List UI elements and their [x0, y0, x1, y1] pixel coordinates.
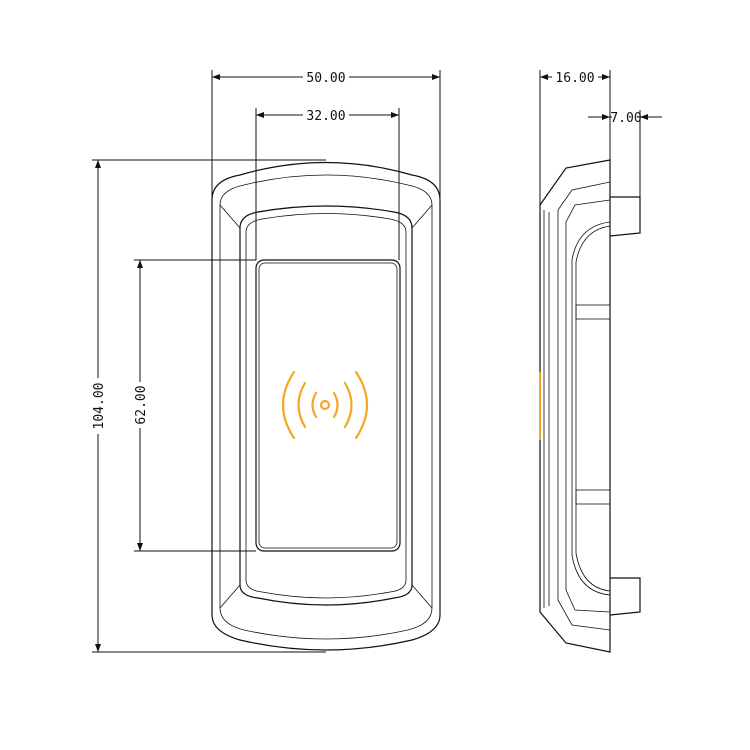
screen-inner [258, 262, 398, 549]
inner-bevel [245, 213, 407, 599]
rfid-wireless-icon [282, 370, 368, 440]
mount-tab-top [609, 196, 641, 237]
dim-overall-height: 104.00 [90, 159, 326, 653]
side-recess [571, 221, 611, 596]
chamfer-line [411, 584, 433, 609]
dim-label: 62.00 [134, 385, 149, 424]
front-view: 50.00 32.00 104.00 62.00 [90, 69, 441, 653]
side-bevel [557, 181, 611, 631]
dim-label: 50.00 [306, 71, 345, 86]
dim-label: 16.00 [555, 71, 594, 86]
dim-screen-width: 32.00 [255, 107, 400, 260]
inner-frame [239, 205, 413, 606]
side-recess-inner [575, 225, 611, 592]
chamfer-line [411, 204, 433, 229]
dim-tab-depth: 7.00 [588, 109, 662, 197]
side-view: 16.00 7.00 [539, 69, 662, 653]
dim-depth: 16.00 [539, 69, 611, 205]
mount-tab-bottom [609, 577, 641, 616]
dim-screen-height: 62.00 [132, 259, 256, 552]
dim-label: 104.00 [92, 383, 107, 430]
side-slot [575, 489, 611, 505]
dim-label: 32.00 [306, 109, 345, 124]
side-slot [575, 304, 611, 320]
dim-overall-width: 50.00 [211, 69, 441, 200]
chamfer-line [219, 584, 241, 609]
side-bevel-inner [565, 199, 611, 613]
side-body [539, 159, 611, 653]
dim-label: 7.00 [610, 111, 641, 126]
chamfer-line [219, 204, 241, 229]
screen [255, 259, 401, 552]
